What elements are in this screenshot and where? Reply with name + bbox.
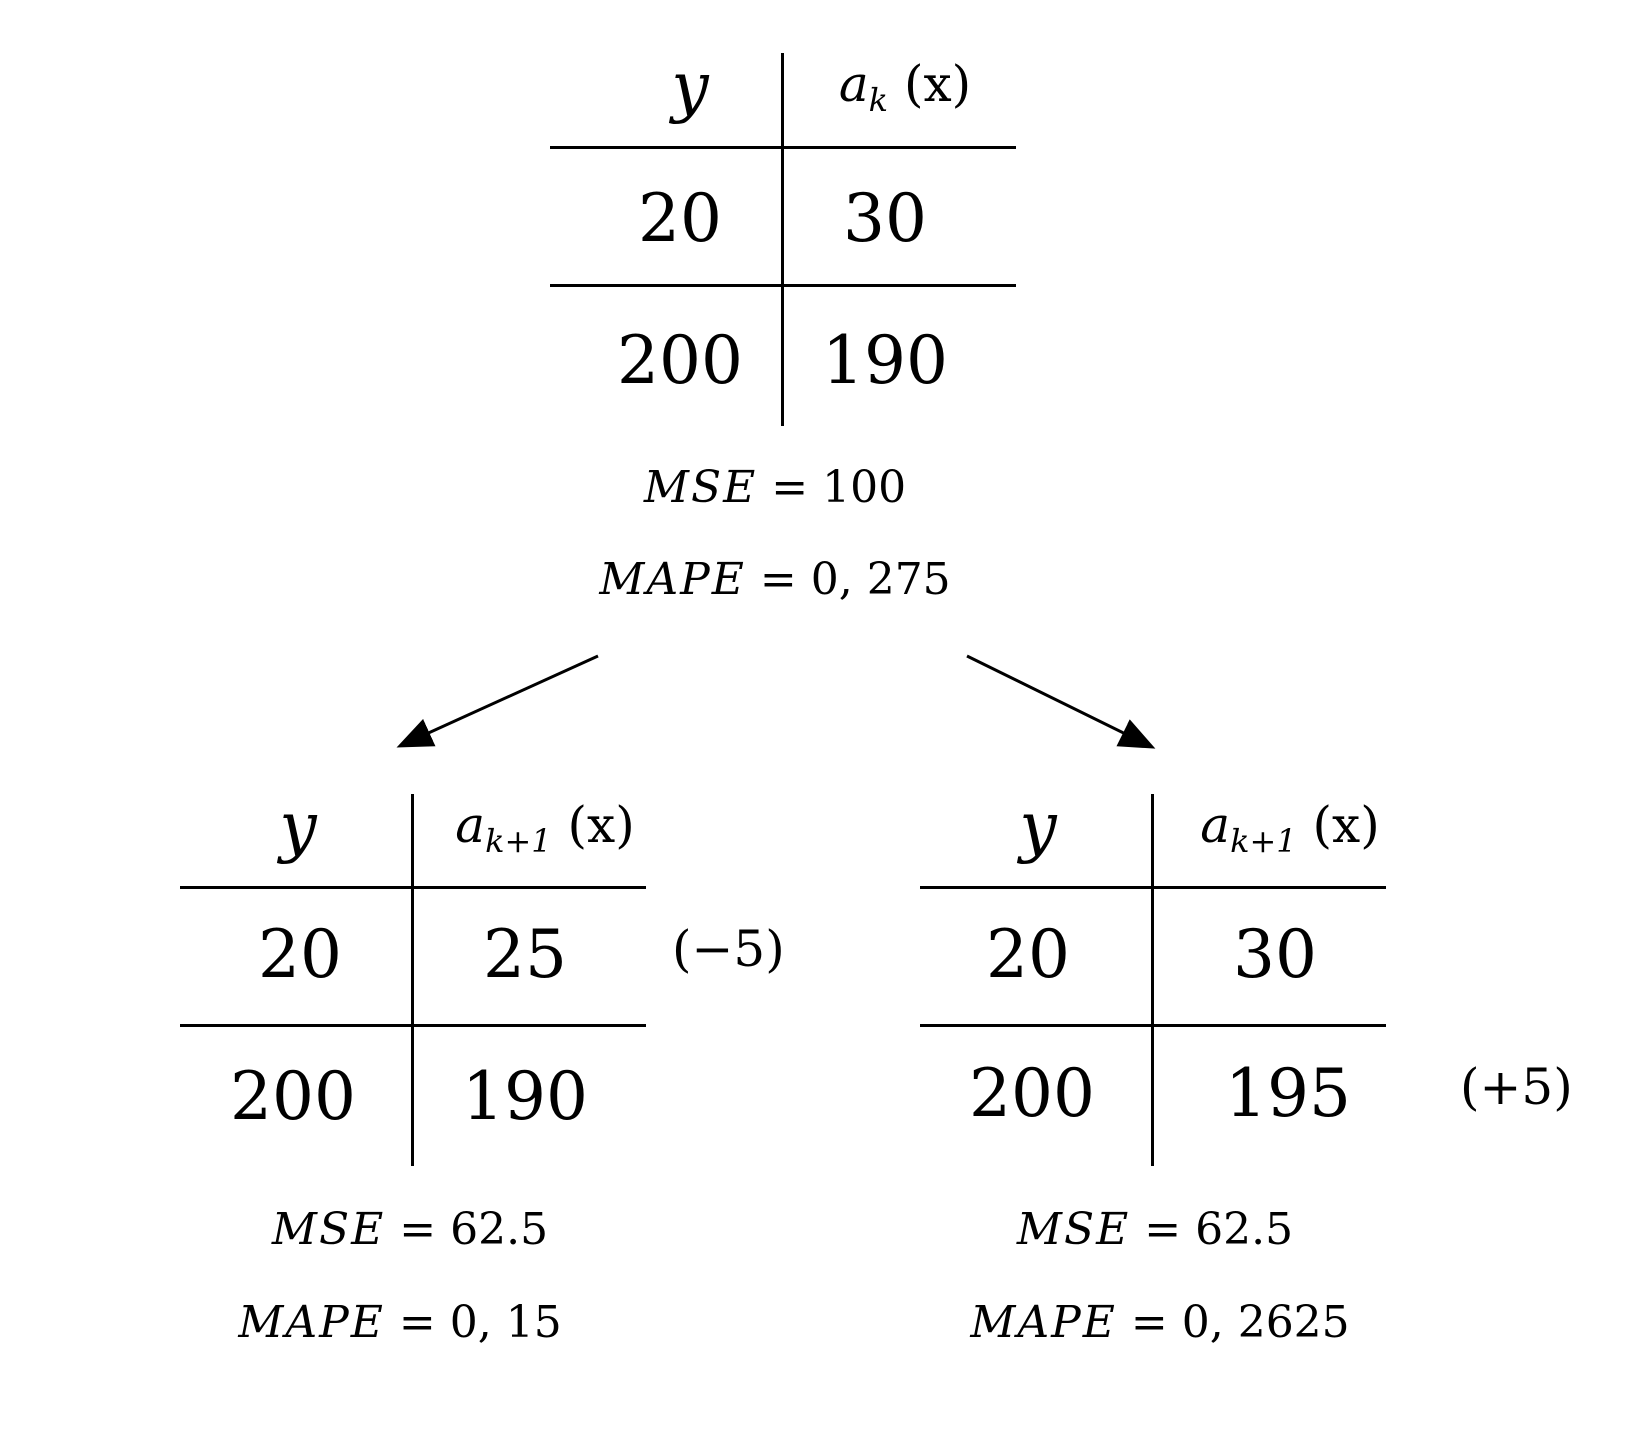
top-table-header-a: ak (x) [838, 55, 972, 119]
left-table-cell-y-2: 200 [230, 1058, 356, 1135]
arrow-to-left-table [396, 654, 599, 748]
right-mape: MAPE = 0, 2625 [970, 1297, 1350, 1348]
left-table-cell-a-2: 190 [462, 1058, 588, 1135]
right-table-cell-a-1: 30 [1233, 916, 1317, 993]
right-table-adjustment-note: (+5) [1460, 1058, 1573, 1116]
left-table-header-y: y [279, 788, 317, 865]
right-mse: MSE = 62.5 [1016, 1204, 1294, 1255]
left-table-header-a: ak+1 (x) [455, 796, 635, 860]
left-table-cell-a-1: 25 [483, 916, 567, 993]
right-table-column-rule [1151, 794, 1154, 1166]
left-table-cell-y-1: 20 [258, 916, 342, 993]
top-table-cell-a-1: 30 [843, 180, 927, 257]
top-table-cell-a-2: 190 [822, 322, 948, 399]
left-table-adjustment-note: (−5) [672, 920, 785, 978]
left-mse: MSE = 62.5 [271, 1204, 549, 1255]
left-mape: MAPE = 0, 15 [238, 1297, 562, 1348]
top-table-column-rule [781, 53, 784, 426]
top-table-cell-y-2: 200 [617, 322, 743, 399]
right-table-cell-y-1: 20 [986, 916, 1070, 993]
right-table-cell-y-2: 200 [969, 1055, 1095, 1132]
right-table-cell-a-2: 195 [1225, 1055, 1351, 1132]
top-table-cell-y-1: 20 [638, 180, 722, 257]
top-mse: MSE = 100 [643, 462, 907, 513]
top-mape: MAPE = 0, 275 [599, 554, 951, 605]
top-table-header-y: y [671, 48, 709, 125]
right-table-header-a: ak+1 (x) [1200, 796, 1380, 860]
right-table-header-y: y [1019, 788, 1057, 865]
left-table-column-rule [411, 794, 414, 1166]
arrow-to-right-table [966, 654, 1156, 749]
